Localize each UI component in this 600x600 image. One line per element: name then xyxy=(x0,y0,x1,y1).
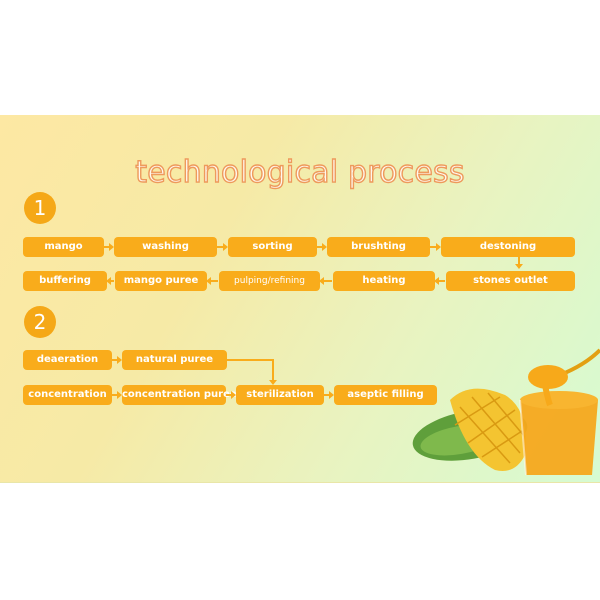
spoon-icon xyxy=(528,348,600,407)
arrow-right-icon xyxy=(112,356,122,364)
connector-line xyxy=(227,359,274,361)
process-step-buffering: buffering xyxy=(23,271,107,291)
arrow-right-icon xyxy=(104,243,114,251)
arrow-left-icon xyxy=(434,277,445,285)
arrow-right-icon xyxy=(324,391,334,399)
process-step-deaeration: deaeration xyxy=(23,350,112,370)
arrow-right-icon xyxy=(217,243,228,251)
mango-icon xyxy=(412,388,528,471)
arrow-right-icon xyxy=(430,243,441,251)
puree-cup-icon xyxy=(519,391,598,476)
step-badge-1: 1 xyxy=(24,192,56,224)
arrow-left-icon xyxy=(206,277,218,285)
arrow-right-icon xyxy=(226,391,236,399)
process-step-heating: heating xyxy=(333,271,435,291)
process-step-pulping-refining: pulping/refining xyxy=(219,271,320,291)
step-badge-2: 2 xyxy=(24,306,56,338)
process-step-stones-outlet: stones outlet xyxy=(446,271,575,291)
arrow-right-icon xyxy=(317,243,327,251)
process-step-destoning: destoning xyxy=(441,237,575,257)
arrow-left-icon xyxy=(319,277,332,285)
process-step-natural-puree: natural puree xyxy=(122,350,227,370)
mango-puree-illustration xyxy=(412,348,600,476)
arrow-down-icon xyxy=(269,359,277,385)
process-step-mango-puree: mango puree xyxy=(115,271,207,291)
arrow-down-icon xyxy=(515,257,523,269)
arrow-left-icon xyxy=(106,277,114,285)
process-step-brushting: brushting xyxy=(327,237,430,257)
page-title: technological process xyxy=(135,154,466,190)
process-step-mango: mango xyxy=(23,237,104,257)
process-step-sorting: sorting xyxy=(228,237,317,257)
process-step-aseptic-filling: aseptic filling xyxy=(334,385,437,405)
process-step-washing: washing xyxy=(114,237,217,257)
process-step-sterilization: sterilization xyxy=(236,385,324,405)
process-step-concentration: concentration xyxy=(23,385,112,405)
arrow-right-icon xyxy=(112,391,122,399)
process-step-concentration-puree: concentration puree xyxy=(122,385,237,405)
